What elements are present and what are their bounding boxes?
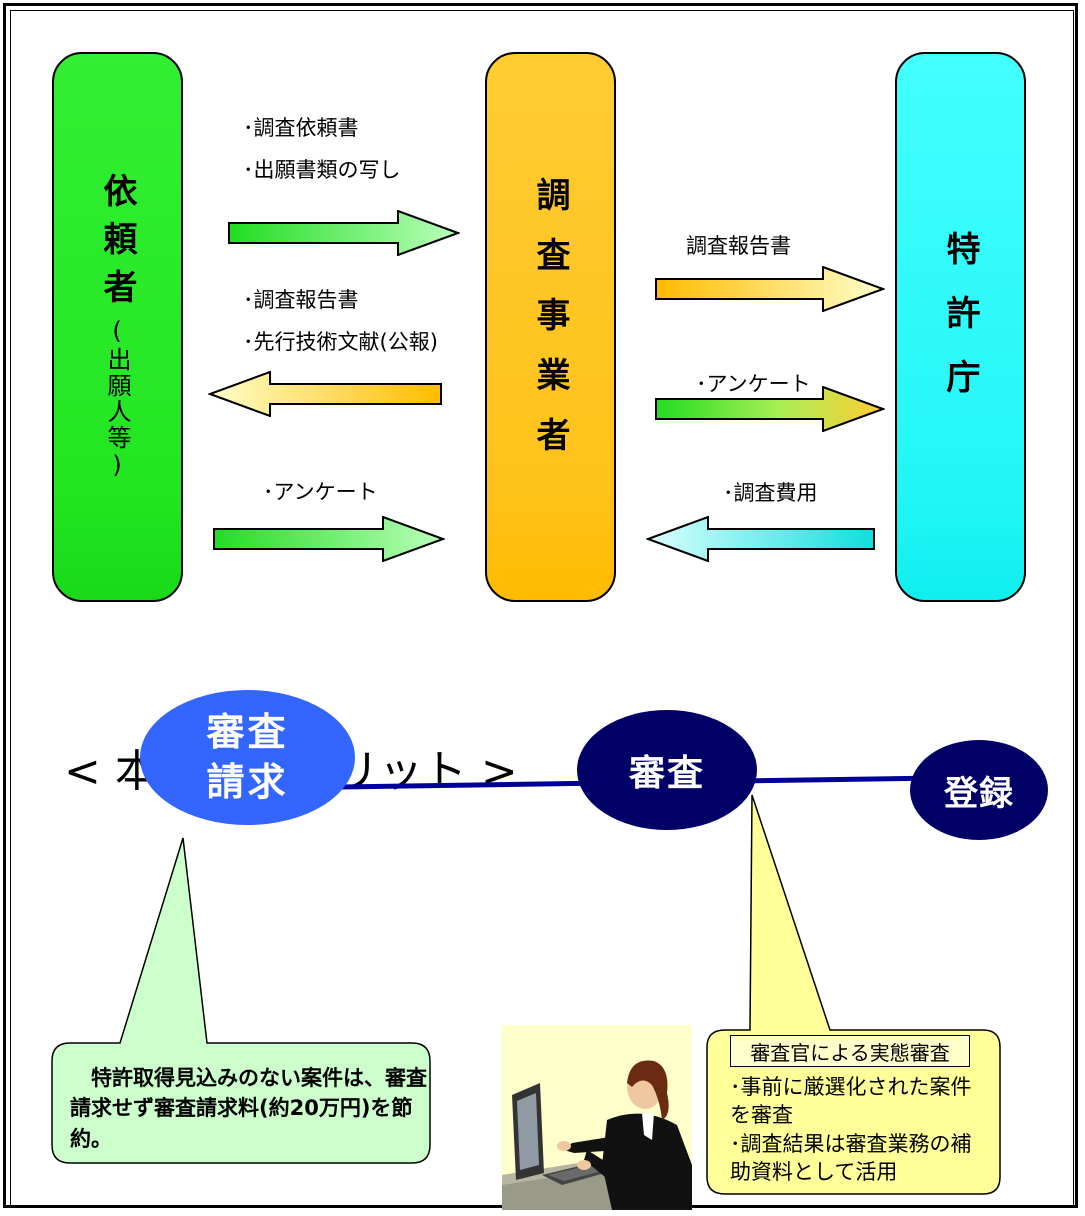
label-application-copy: ･出願書類の写し [243, 158, 401, 182]
requester-label: 依頼者(出願人等) [93, 173, 142, 481]
requester-sub-text: (出願人等) [103, 317, 131, 481]
jpo-box: 特許庁 [895, 52, 1026, 602]
right-callout-body: ･事前に厳選化された案件を審査 ･調査結果は審査業務の補助資料として活用 [730, 1073, 980, 1186]
label-survey-jpo: ･アンケート [696, 372, 811, 396]
examination-node: 審査 [577, 710, 757, 830]
left-callout-bubble [51, 837, 431, 1164]
requester-main-text: 依頼者 [97, 173, 137, 317]
exam-request-node: 審査 請求 [140, 690, 355, 825]
label-survey-requester: ･アンケート [263, 480, 378, 504]
arrow-contractor-to-jpo-survey [655, 386, 885, 432]
jpo-label: 特許庁 [940, 231, 980, 423]
left-callout-text: 特許取得見込みのない案件は、審査請求せず審査請求料(約20万円)を節約。 [70, 1066, 427, 1151]
office-worker-icon [502, 1025, 692, 1210]
right-callout-line-2: ･調査結果は審査業務の補助資料として活用 [730, 1131, 972, 1185]
registration-label: 登録 [944, 773, 1014, 814]
examination-label: 審査 [628, 753, 705, 794]
right-callout-heading: 審査官による実態審査 [730, 1035, 970, 1067]
arrow-contractor-to-jpo-report [655, 266, 885, 312]
arrow-requester-to-contractor-docs [228, 210, 460, 256]
arrow-jpo-to-contractor-fee [646, 516, 875, 562]
arrow-requester-to-contractor-survey [213, 516, 445, 562]
exam-request-label: 審査 請求 [206, 710, 289, 804]
requester-box: 依頼者(出願人等) [52, 52, 183, 602]
label-search-report-to-requester: ･調査報告書 [243, 288, 359, 312]
contractor-label: 調査事業者 [530, 177, 570, 477]
right-callout-bubble [706, 794, 1001, 1195]
label-search-report-to-jpo: 調査報告書 [686, 234, 791, 258]
label-request-form: ･調査依頼書 [243, 116, 359, 140]
registration-node: 登録 [910, 740, 1048, 840]
arrow-contractor-to-requester-report [208, 371, 442, 417]
label-prior-art: ･先行技術文献(公報) [243, 330, 438, 354]
label-search-fee: ･調査費用 [723, 481, 818, 505]
right-callout-line-1: ･事前に厳選化された案件を審査 [730, 1075, 972, 1128]
contractor-box: 調査事業者 [485, 52, 616, 602]
